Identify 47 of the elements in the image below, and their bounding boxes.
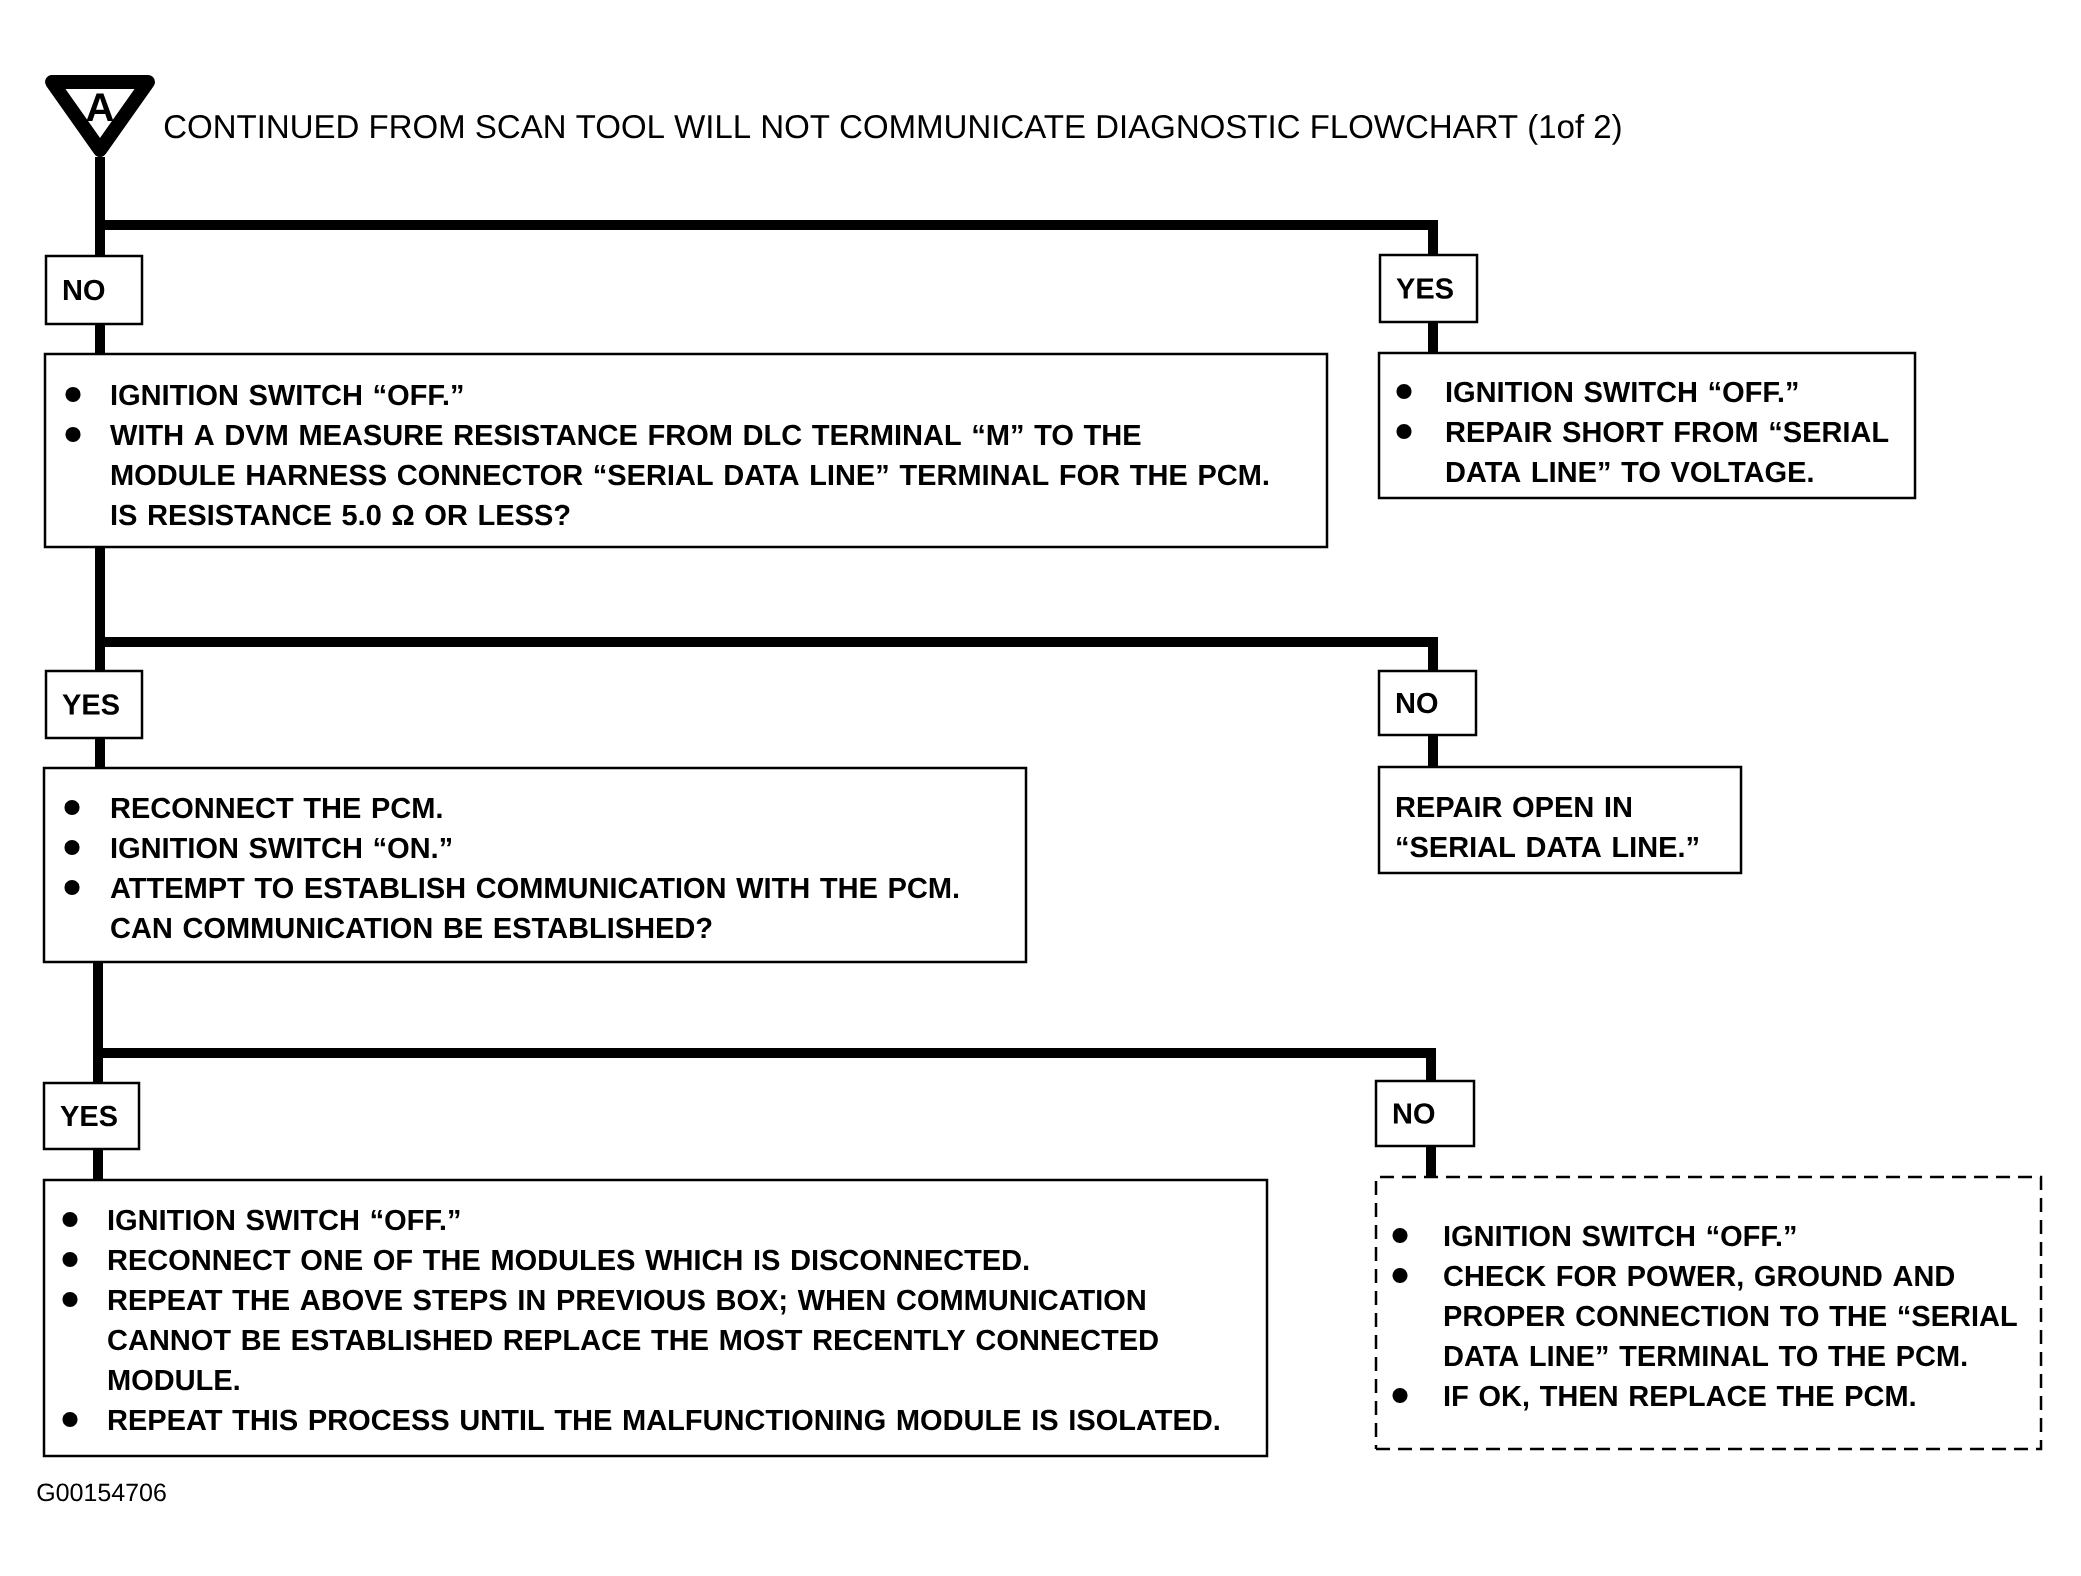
outcome-box: YES <box>42 1081 141 1151</box>
instruction-text: REPEAT THE ABOVE STEPS IN PREVIOUS BOX; WHEN COMMUNICATION CANNOT BE ESTABLISHED REPLACE THE MOST RECENTLY CONNECTED MODULE. <box>108 1289 1158 1391</box>
instruction-text: REPEAT THIS PROCESS UNTIL THE MALFUNCTIONING MODULE IS ISOLATED. <box>108 1409 1219 1431</box>
flow-line <box>1426 1146 1436 1177</box>
flow-line <box>95 230 105 256</box>
instruction-text: WITH A DVM MEASURE RESISTANCE FROM DLC TERMINAL “M” TO THE MODULE HARNESS CONNECTOR “SERIAL DATA LINE” TERMINAL FOR THE PCM. <box>110 424 1268 486</box>
connector-triangle: A <box>45 75 155 157</box>
instruction-text: IGNITION SWITCH “ON.” <box>111 837 451 859</box>
outcome-box: NO <box>1377 669 1478 737</box>
instruction-text: REPAIR OPEN IN “SERIAL DATA LINE.” <box>1396 796 1698 858</box>
step-box <box>1377 765 1743 875</box>
flow-line <box>93 962 103 1058</box>
instruction-text: IF OK, THEN REPLACE THE PCM. <box>1444 1385 1915 1411</box>
instruction-text: IGNITION SWITCH “OFF.” <box>111 384 463 406</box>
instruction-text: CHECK FOR POWER, GROUND AND PROPER CONNECTION TO THE “SERIAL DATA LINE” TERMINAL TO THE PCM. <box>1444 1265 2017 1367</box>
flow-line <box>95 157 105 230</box>
outcome-box: NO <box>1374 1079 1476 1148</box>
figure-code: G00154706 <box>37 1483 166 1502</box>
flow-line <box>105 637 1438 671</box>
instruction-text: IGNITION SWITCH “OFF.” <box>1446 381 1798 403</box>
outcome-box: YES <box>44 669 144 740</box>
outcome-box: NO <box>44 254 144 326</box>
flow-line <box>95 547 105 647</box>
outcome-box: YES <box>1378 253 1479 324</box>
step-box <box>1377 351 1917 500</box>
step-box <box>43 352 1329 549</box>
instruction-text: RECONNECT THE PCM. <box>111 797 442 819</box>
instruction-text: RECONNECT ONE OF THE MODULES WHICH IS DISCONNECTED. <box>108 1249 1029 1271</box>
flow-line <box>93 1058 103 1083</box>
question-text: IS RESISTANCE 5.0 Ω OR LESS? <box>111 504 570 526</box>
instruction-text: IGNITION SWITCH “OFF.” <box>1444 1225 1796 1247</box>
flow-line <box>95 738 105 768</box>
flow-line <box>1428 735 1438 767</box>
step-box <box>1374 1175 2043 1451</box>
flow-line <box>95 324 105 354</box>
flow-line <box>103 1048 1436 1081</box>
title: CONTINUED FROM SCAN TOOL WILL NOT COMMUNICATE DIAGNOSTIC FLOWCHART (1of 2) <box>164 114 1621 145</box>
question-text: CAN COMMUNICATION BE ESTABLISHED? <box>111 917 712 939</box>
step-box <box>42 766 1028 964</box>
instruction-text: IGNITION SWITCH “OFF.” <box>108 1209 460 1231</box>
instruction-text: REPAIR SHORT FROM “SERIAL DATA LINE” TO VOLTAGE. <box>1446 421 1889 483</box>
step-box <box>42 1178 1269 1458</box>
instruction-text: ATTEMPT TO ESTABLISH COMMUNICATION WITH THE PCM. <box>110 877 959 899</box>
flow-line <box>93 1149 103 1180</box>
flow-line <box>95 647 105 671</box>
flow-line <box>1428 322 1438 353</box>
flow-line <box>105 220 1438 255</box>
